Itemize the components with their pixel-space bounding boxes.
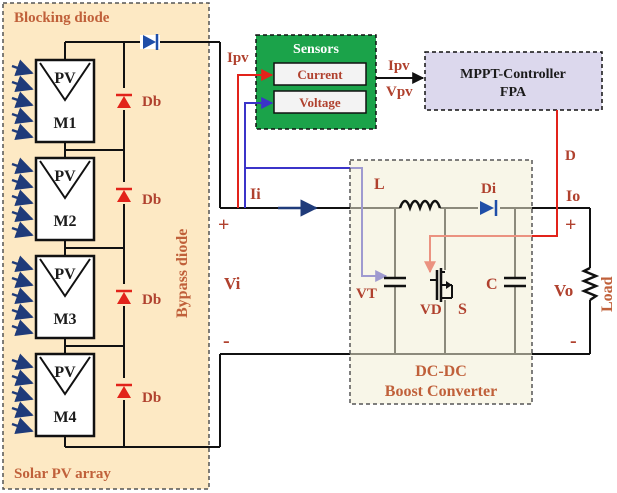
vd-label: VD (420, 302, 442, 318)
bypass-diode-1-label: Db (142, 94, 161, 110)
output-plus-sign: + (565, 214, 576, 236)
voltage-sensor-box (273, 90, 367, 114)
bypass-diode-4: Db (116, 378, 161, 406)
pv-module-3-bottom-label: M3 (53, 311, 76, 328)
pv-module-1: PV M1 (34, 58, 96, 144)
sun-ray-arrows (11, 59, 34, 435)
pv-module-3-top-label: PV (54, 266, 76, 283)
duty-signal-label: D (565, 148, 576, 164)
output-diode-label: Di (481, 181, 496, 197)
ipv-input-label: Ipv (227, 50, 249, 66)
mppt-controller-block: MPPT-Controller FPA (424, 51, 603, 111)
load-resistor: Load (580, 266, 616, 312)
mppt-controller-subtitle: FPA (500, 85, 527, 100)
bypass-diode-4-label: Db (142, 390, 161, 406)
current-sense-wire (237, 69, 274, 208)
bypass-diode-title: Bypass diode (174, 229, 191, 318)
pv-module-1-top-label: PV (54, 70, 76, 87)
blocking-diode (140, 34, 160, 50)
pv-module-4: PV M4 (34, 352, 96, 438)
output-capacitor-label: C (486, 276, 498, 293)
output-diode: Di (480, 181, 498, 216)
voltage-sense-wire (244, 97, 274, 208)
inductor-label: L (374, 176, 385, 193)
voltage-sensor-label: Voltage (299, 95, 341, 110)
output-capacitor: C (486, 276, 526, 293)
bypass-diode-1: Db (116, 88, 161, 110)
bypass-diode-2: Db (116, 182, 161, 208)
mosfet-switch: S VD (420, 268, 467, 318)
sensors-block: Sensors Current Voltage (255, 34, 377, 130)
input-minus-sign: - (223, 330, 230, 352)
output-minus-sign: - (570, 330, 577, 352)
sensors-title: Sensors (293, 42, 339, 57)
current-sensor-box (273, 62, 367, 86)
inductor: L (374, 176, 442, 212)
bypass-diode-2-label: Db (142, 192, 161, 208)
vpv-output-label: Vpv (386, 84, 413, 100)
mppt-controller-title: MPPT-Controller (460, 67, 566, 82)
boost-converter-title-1: DC-DC (415, 363, 467, 380)
input-voltage-label: Vi (224, 274, 241, 293)
pv-module-2-bottom-label: M2 (53, 213, 76, 230)
input-current-label: Ii (250, 186, 261, 203)
switch-label: S (458, 301, 467, 318)
pv-module-3: PV M3 (34, 254, 96, 340)
pv-module-2-top-label: PV (54, 168, 76, 185)
current-sensor-label: Current (297, 67, 343, 82)
pv-module-1-bottom-label: M1 (53, 115, 76, 132)
ipv-output-label: Ipv (388, 58, 410, 74)
load-label: Load (599, 276, 616, 312)
bypass-diode-3: Db (116, 284, 161, 308)
pv-module-4-top-label: PV (54, 364, 76, 381)
pv-module-2: PV M2 (34, 156, 96, 242)
pv-module-4-bottom-label: M4 (53, 409, 76, 426)
bypass-diode-3-label: Db (142, 292, 161, 308)
solar-pv-array-title: Solar PV array (14, 466, 111, 482)
input-plus-sign: + (218, 214, 229, 236)
output-voltage-label: Vo (554, 281, 573, 300)
boost-converter-title-2: Boost Converter (385, 383, 497, 400)
blocking-diode-title: Blocking diode (14, 10, 110, 26)
vt-label: VT (356, 286, 377, 302)
input-capacitor: VT (356, 276, 406, 302)
output-current-label: Io (566, 188, 580, 205)
